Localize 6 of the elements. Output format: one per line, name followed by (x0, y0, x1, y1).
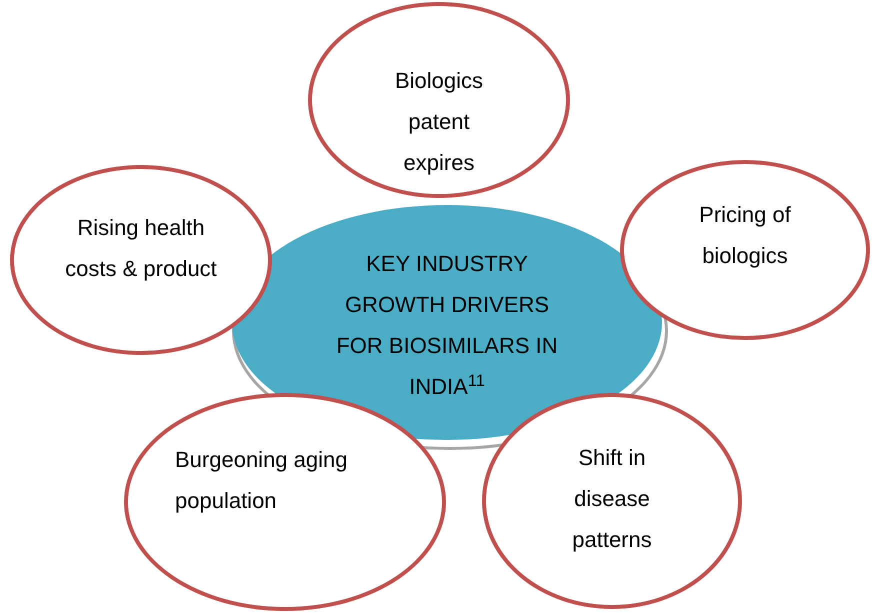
driver-text: Shift in disease patterns (571, 444, 653, 554)
driver-text: Burgeoning aging population (175, 446, 348, 515)
driver-text: Rising health costs & product (64, 214, 218, 283)
title-text: KEY INDUSTRY GROWTH DRIVERS FOR BIOSIMILARS IN INDIA$^{11}$ (335, 250, 559, 401)
driver-text: Pricing of biologics (698, 201, 792, 270)
driver-text: Biologics patent expires (394, 67, 484, 177)
